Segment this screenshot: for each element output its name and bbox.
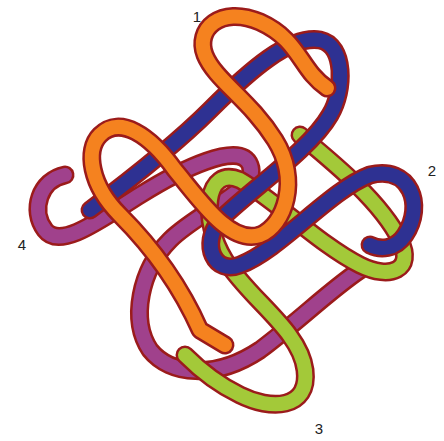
callout-number: 4 (18, 237, 26, 252)
ribbon-outline (92, 16, 327, 345)
callout-number: 3 (315, 421, 323, 436)
orange-ribbon (92, 16, 327, 345)
callout-number: 2 (428, 163, 436, 178)
ribbon-fill (92, 16, 327, 345)
callout-number: 1 (193, 9, 201, 24)
